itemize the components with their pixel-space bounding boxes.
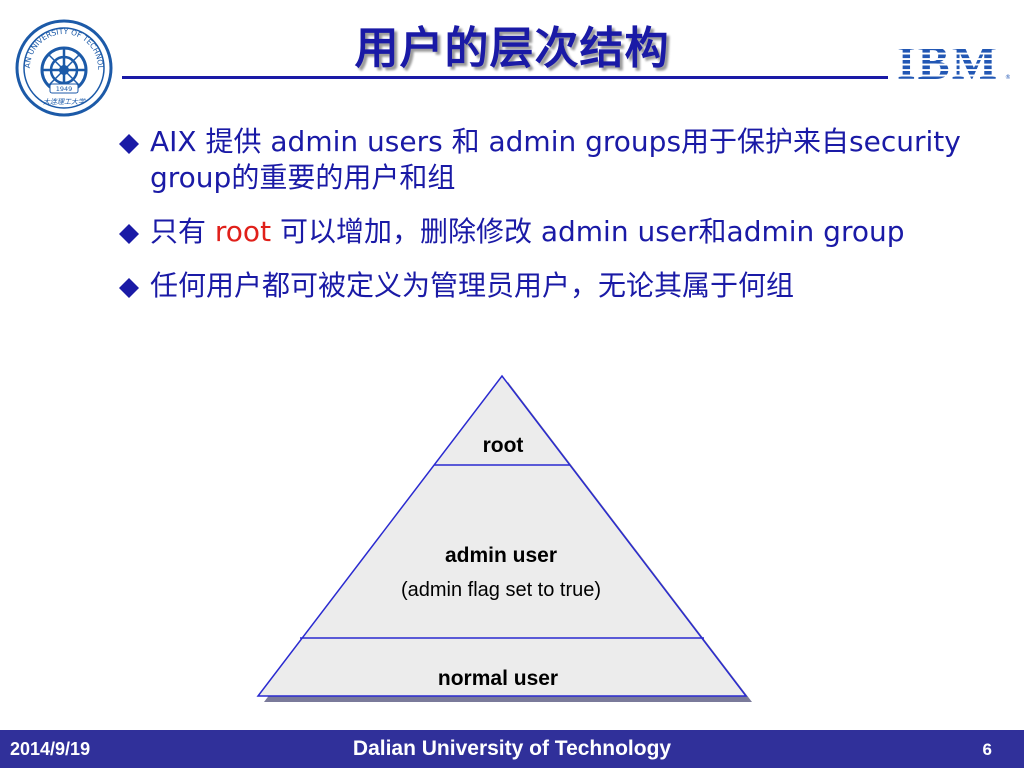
diamond-bullet-icon <box>119 224 139 244</box>
user-hierarchy-pyramid: root admin user (admin flag set to true)… <box>256 374 752 702</box>
pyramid-normal-label: normal user <box>438 667 558 690</box>
pyramid-admin-sublabel: (admin flag set to true) <box>401 579 601 601</box>
ibm-logo-text: IBM <box>897 38 999 84</box>
pyramid-root-label: root <box>483 434 524 457</box>
bullet-item-1: AIX 提供 admin users 和 admin groups用于保护来自s… <box>116 124 976 196</box>
page-number: 6 <box>982 740 992 759</box>
footer-date: 2014/9/19 <box>10 739 91 759</box>
bullet-3-text: 任何用户都可被定义为管理员用户，无论其属于何组 <box>150 269 795 302</box>
bullet-item-3: 任何用户都可被定义为管理员用户，无论其属于何组 <box>116 268 976 304</box>
slide-title: 用户的层次结构 <box>354 23 670 74</box>
university-logo-icon: DALIAN UNIVERSITY OF TECHNOLOGY 1949 大连理… <box>14 18 113 117</box>
footer-organization: Dalian University of Technology <box>352 737 672 760</box>
seal-year: 1949 <box>56 85 73 93</box>
footer-bar: 2014/9/19 Dalian University of Technolog… <box>0 730 1024 768</box>
bullet-2-text-b: 可以增加，删除修改 admin user和admin group <box>271 215 905 248</box>
svg-text:®: ® <box>1005 74 1010 81</box>
bullet-1-text: AIX 提供 admin users 和 admin groups用于保护来自s… <box>150 125 961 194</box>
pyramid-admin-label: admin user <box>445 544 557 567</box>
bullet-list: AIX 提供 admin users 和 admin groups用于保护来自s… <box>116 124 976 322</box>
title-divider <box>122 76 888 79</box>
diamond-bullet-icon <box>119 278 139 298</box>
pyramid-body <box>256 374 748 697</box>
bullet-2-root-highlight: root <box>214 215 272 248</box>
diamond-bullet-icon <box>119 134 139 154</box>
bullet-item-2: 只有 root 可以增加，删除修改 admin user和admin group <box>116 214 976 250</box>
ibm-logo-icon: IBM ® <box>897 38 1010 84</box>
seal-script: 大连理工大学 <box>43 98 86 106</box>
bullet-2-text-a: 只有 <box>150 215 215 248</box>
